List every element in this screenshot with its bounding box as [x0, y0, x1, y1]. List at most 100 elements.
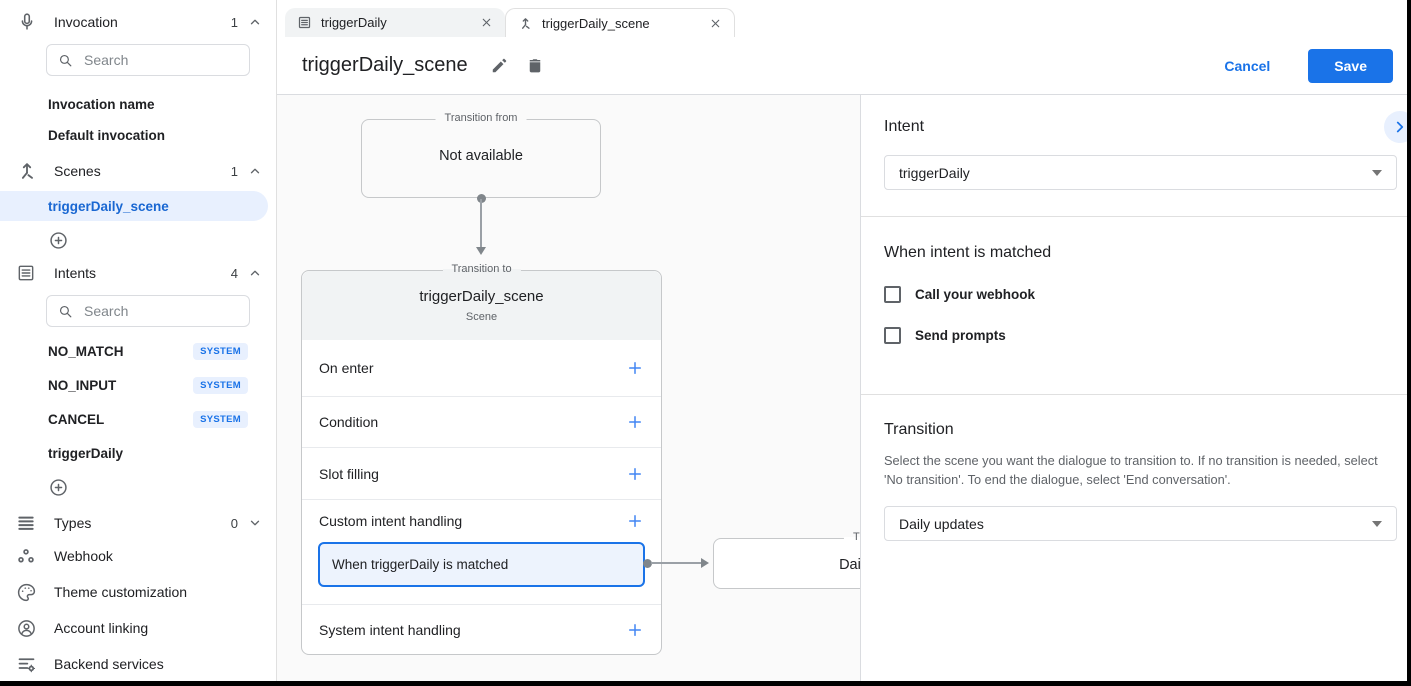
- search-input[interactable]: [84, 303, 224, 319]
- card-legend: Transition to: [843, 531, 860, 543]
- divider: [861, 394, 1407, 395]
- handler-label: When triggerDaily is matched: [332, 557, 509, 572]
- webhook-icon: [16, 546, 38, 566]
- search-input[interactable]: [84, 52, 224, 68]
- call-webhook-checkbox[interactable]: [884, 286, 901, 303]
- tab-label: triggerDaily_scene: [542, 15, 650, 31]
- dropdown-caret-icon: [1372, 169, 1382, 176]
- section-label: Intents: [54, 265, 97, 281]
- intents-search[interactable]: [46, 295, 250, 327]
- sidebar-item-invocation-name[interactable]: Invocation name: [0, 92, 276, 116]
- item-label: Default invocation: [48, 127, 166, 143]
- invocation-search[interactable]: [46, 44, 250, 76]
- sidebar-item-no-input[interactable]: NO_INPUT SYSTEM: [0, 373, 276, 397]
- add-icon[interactable]: [626, 512, 644, 530]
- delete-icon[interactable]: [526, 57, 544, 75]
- section-count: 1: [230, 163, 238, 179]
- row-label: Condition: [319, 414, 379, 430]
- sidebar-section-invocation[interactable]: Invocation 1: [0, 8, 276, 36]
- account-icon: [16, 618, 38, 639]
- tab-triggerdaily[interactable]: triggerDaily: [285, 8, 505, 37]
- connector-dot: [477, 194, 486, 203]
- row-label: Custom intent handling: [319, 513, 463, 529]
- edit-icon[interactable]: [490, 56, 509, 75]
- close-icon[interactable]: [709, 17, 722, 30]
- scene-canvas[interactable]: Transition from Not available Transition…: [277, 95, 860, 681]
- sidebar-section-types[interactable]: Types 0: [0, 508, 276, 538]
- add-scene-button[interactable]: [0, 227, 276, 253]
- types-icon: [16, 513, 38, 533]
- scene-row-system-intent-handling: System intent handling: [302, 604, 661, 655]
- connector-line: [480, 199, 482, 247]
- chevron-down-icon[interactable]: [248, 516, 262, 530]
- sidebar-section-intents[interactable]: Intents 4: [0, 259, 276, 287]
- tab-triggerdaily-scene[interactable]: triggerDaily_scene: [505, 8, 735, 37]
- plus-circle-icon: [48, 477, 69, 498]
- sidebar: Invocation 1 Invocation name Default inv…: [0, 0, 277, 681]
- scene-node-title: triggerDaily_scene: [419, 288, 544, 305]
- row-label: System intent handling: [319, 622, 461, 638]
- nav-label: Backend services: [54, 656, 164, 672]
- arrow-right-icon: [701, 558, 709, 568]
- scene-node-subtitle: Scene: [465, 311, 498, 323]
- scene-node-card[interactable]: Transition to triggerDaily_scene Scene O…: [301, 263, 662, 655]
- add-icon[interactable]: [626, 413, 644, 431]
- sidebar-item-no-match[interactable]: NO_MATCH SYSTEM: [0, 339, 276, 363]
- item-label: NO_INPUT: [48, 377, 117, 393]
- sidebar-item-triggerdaily-scene[interactable]: triggerDaily_scene: [0, 191, 268, 221]
- section-label: Types: [54, 515, 92, 531]
- sidebar-section-scenes[interactable]: Scenes 1: [0, 157, 276, 185]
- intent-handler-card[interactable]: When triggerDaily is matched: [318, 542, 645, 587]
- arrow-down-icon: [476, 247, 486, 255]
- palette-icon: [16, 582, 38, 603]
- chevron-up-icon[interactable]: [248, 15, 262, 29]
- section-count: 1: [230, 14, 238, 30]
- add-icon[interactable]: [626, 465, 644, 483]
- chevron-up-icon[interactable]: [248, 266, 262, 280]
- nav-label: Account linking: [54, 620, 149, 636]
- search-icon: [57, 52, 74, 69]
- backend-services-icon: [16, 654, 38, 675]
- sidebar-item-cancel[interactable]: CANCEL SYSTEM: [0, 407, 276, 431]
- transition-target-card[interactable]: Transition to Daily updates: [713, 531, 860, 589]
- send-prompts-option: Send prompts: [884, 327, 1407, 344]
- plus-circle-icon: [48, 230, 69, 251]
- when-matched-heading: When intent is matched: [884, 244, 1052, 261]
- sidebar-item-default-invocation[interactable]: Default invocation: [0, 123, 276, 147]
- card-legend: Transition to: [442, 263, 521, 275]
- page-title: triggerDaily_scene: [302, 54, 468, 76]
- screen-edge: [1407, 0, 1411, 686]
- page-header: triggerDaily_scene Cancel Save: [277, 37, 1407, 95]
- sidebar-item-account-linking[interactable]: Account linking: [0, 610, 276, 646]
- card-legend: Transition from: [435, 112, 527, 124]
- connector-dot: [643, 559, 652, 568]
- item-label: CANCEL: [48, 411, 105, 427]
- checkbox-label: Call your webhook: [915, 287, 1036, 302]
- intent-select-value: triggerDaily: [899, 164, 970, 181]
- scene-icon: [518, 16, 533, 31]
- chevron-up-icon[interactable]: [248, 164, 262, 178]
- sidebar-item-backend-services[interactable]: Backend services: [0, 646, 276, 681]
- sidebar-item-theme-customization[interactable]: Theme customization: [0, 574, 276, 610]
- intent-heading: Intent: [884, 118, 925, 135]
- tab-label: triggerDaily: [321, 15, 387, 30]
- close-icon[interactable]: [480, 16, 493, 29]
- intent-select[interactable]: triggerDaily: [884, 155, 1397, 190]
- collapse-panel-button[interactable]: [1384, 111, 1411, 143]
- nav-label: Webhook: [54, 548, 113, 564]
- add-intent-button[interactable]: [0, 474, 276, 500]
- sidebar-item-triggerdaily[interactable]: triggerDaily: [0, 441, 276, 465]
- sidebar-item-webhook[interactable]: Webhook: [0, 538, 276, 574]
- save-button[interactable]: Save: [1308, 48, 1393, 83]
- intent-editor-panel: Intent triggerDaily When intent is match…: [860, 95, 1411, 681]
- add-icon[interactable]: [626, 359, 644, 377]
- cancel-button[interactable]: Cancel: [1224, 57, 1271, 74]
- tab-bar: triggerDaily triggerDaily_scene: [277, 0, 1407, 37]
- send-prompts-checkbox[interactable]: [884, 327, 901, 344]
- add-icon[interactable]: [626, 621, 644, 639]
- scene-icon: [16, 160, 38, 182]
- transition-description: Select the scene you want the dialogue t…: [884, 453, 1378, 488]
- item-label: triggerDaily: [48, 445, 124, 461]
- transition-select[interactable]: Daily updates: [884, 506, 1397, 542]
- scene-row-slot-filling: Slot filling: [302, 447, 661, 499]
